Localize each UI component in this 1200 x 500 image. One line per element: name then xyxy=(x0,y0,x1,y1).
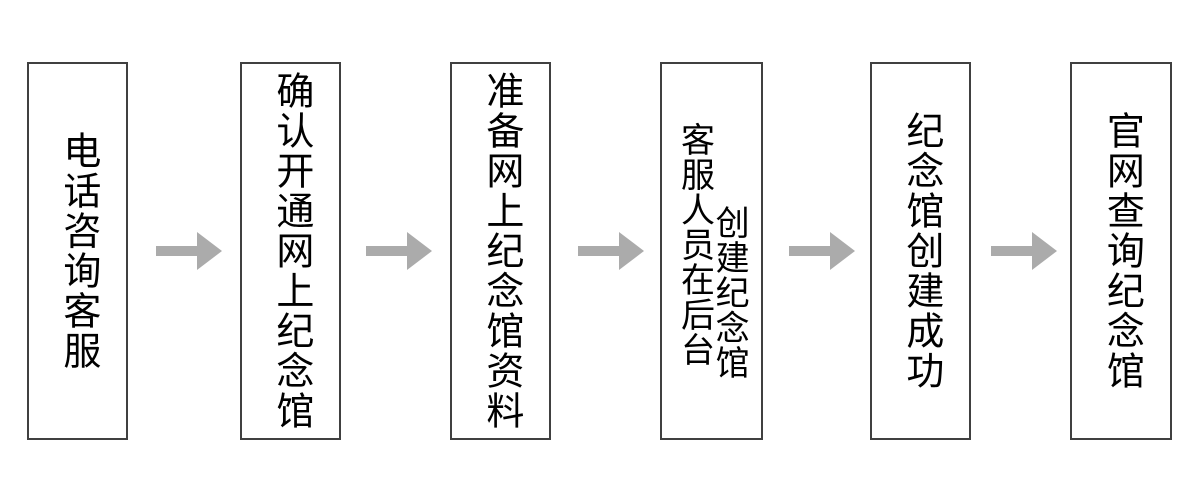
right-arrow-icon xyxy=(578,232,644,270)
flowchart-node-label: 官网查询纪念馆 xyxy=(1100,111,1143,391)
flowchart-node-label-column-1: 客服人员在后台 xyxy=(675,122,714,367)
right-arrow-icon xyxy=(366,232,432,270)
flowchart-node-step-1[interactable]: 电话咨询客服 xyxy=(27,62,128,440)
right-arrow-icon xyxy=(789,232,855,270)
flowchart-node-label: 电话咨询客服 xyxy=(56,131,99,371)
flowchart-node-step-5[interactable]: 纪念馆创建成功 xyxy=(870,62,971,440)
flowchart-node-label: 确认开通网上纪念馆 xyxy=(269,71,312,431)
right-arrow-icon xyxy=(991,232,1057,270)
flowchart-node-label-column-2: 创建纪念馆 xyxy=(710,205,749,380)
flowchart-node-step-4[interactable]: 客服人员在后台 创建纪念馆 xyxy=(660,62,763,440)
flowchart-node-step-3[interactable]: 准备网上纪念馆资料 xyxy=(450,62,551,440)
flowchart-node-step-6[interactable]: 官网查询纪念馆 xyxy=(1070,62,1172,440)
flowchart-node-step-2[interactable]: 确认开通网上纪念馆 xyxy=(240,62,341,440)
flowchart-node-label: 纪念馆创建成功 xyxy=(899,111,942,391)
flowchart-node-label: 准备网上纪念馆资料 xyxy=(479,71,522,431)
right-arrow-icon xyxy=(156,232,222,270)
